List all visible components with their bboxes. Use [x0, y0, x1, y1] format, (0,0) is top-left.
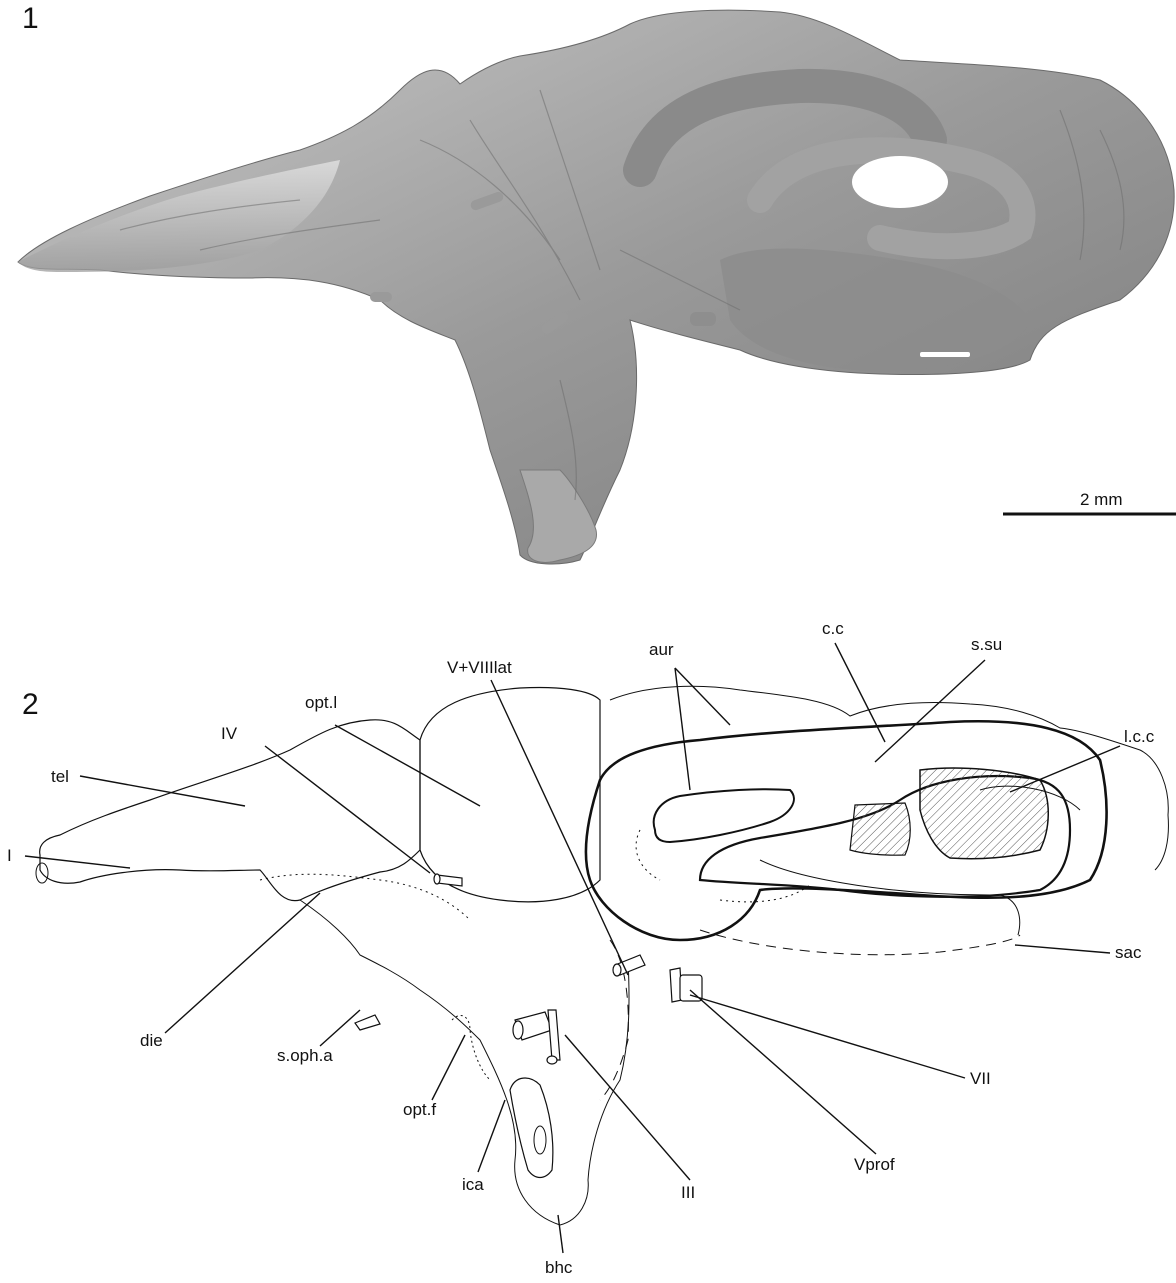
- label-l-c-c: l.c.c: [1124, 727, 1155, 746]
- label-opt-f: opt.f: [403, 1100, 436, 1119]
- outline-hypophysis-loop: [534, 1126, 546, 1154]
- leader-lines: [25, 643, 1120, 1253]
- rendering-nerve-stub-2: [690, 312, 716, 326]
- rendering-nerve-stub-4: [370, 292, 392, 302]
- nerve-stubs: [355, 874, 702, 1064]
- label-ica: ica: [462, 1175, 484, 1194]
- label-aur: aur: [649, 640, 674, 659]
- label-s-su: s.su: [971, 635, 1002, 654]
- label-bhc: bhc: [545, 1258, 573, 1277]
- outline-forebrain: [40, 720, 420, 901]
- rendering-body: [18, 10, 1174, 564]
- outline-hypophysis: [510, 1078, 553, 1177]
- hatched-area-small: [850, 803, 910, 855]
- outline-anterior-canal: [654, 789, 794, 842]
- label-vprof: Vprof: [854, 1155, 895, 1174]
- scale-bar: 2 mm: [1003, 490, 1176, 514]
- label-vii: VII: [970, 1069, 991, 1088]
- label-c-c: c.c: [822, 619, 844, 638]
- rendering-canal-hole: [852, 156, 948, 208]
- hatched-area-large: [920, 768, 1048, 859]
- label-sac: sac: [1115, 943, 1142, 962]
- label-iii: III: [681, 1183, 695, 1202]
- panel-1-rendering: [18, 10, 1174, 564]
- rendering-white-slit: [920, 352, 970, 357]
- label-s-oph-a: s.oph.a: [277, 1046, 333, 1065]
- label-opt-l: opt.l: [305, 693, 337, 712]
- label-v-viiilat: V+VIIIlat: [447, 658, 512, 677]
- label-iv: IV: [221, 724, 238, 743]
- labels: aur c.c s.su V+VIIIlat opt.l l.c.c IV te…: [7, 619, 1155, 1277]
- outline-sacculus-dashed: [700, 930, 1020, 955]
- label-i: I: [7, 846, 12, 865]
- label-tel: tel: [51, 767, 69, 786]
- label-die: die: [140, 1031, 163, 1050]
- scale-bar-label: 2 mm: [1080, 490, 1123, 509]
- panel-2-drawing: [36, 686, 1168, 1225]
